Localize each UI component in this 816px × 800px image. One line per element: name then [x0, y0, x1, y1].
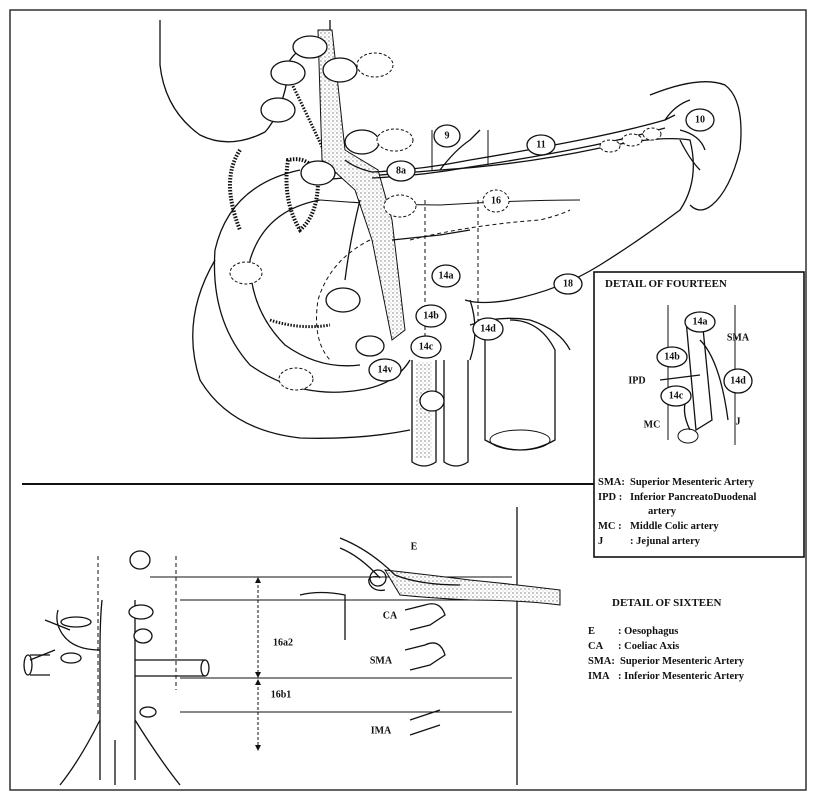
level-16a2-label: 16a2 [273, 638, 293, 649]
station-10-label: 10 [695, 115, 705, 126]
detail14-mc: MC [644, 420, 661, 431]
legend16-abbr-ca: CA [588, 641, 604, 652]
station-8a-label: 8a [396, 166, 406, 177]
station-18-label: 18 [563, 279, 573, 290]
detail16-sma: SMA [370, 656, 393, 667]
legend14-abbr-j: J [598, 536, 603, 547]
station-11-label: 11 [536, 140, 545, 151]
detail-sixteen-legend: DETAIL OF SIXTEEN E : Oesophagus CA : Co… [588, 597, 745, 682]
detail16-ca: CA [383, 611, 398, 622]
detail-sixteen-diagram: 16a2 16b1 E CA SMA IMA [23, 507, 561, 786]
legend16-text-sma: Superior Mesenteric Artery [620, 656, 745, 667]
station-14v-label: 14v [378, 365, 393, 376]
level-16b1-label: 16b1 [271, 690, 292, 701]
legend16-text-ima: : Inferior Mesenteric Artery [618, 671, 745, 682]
detail16-e: E [411, 542, 418, 553]
legend14-abbr-sma: SMA: [598, 477, 625, 488]
detail14-ipd: IPD [628, 376, 645, 387]
station-9-label: 9 [445, 131, 450, 142]
figure-frame [9, 9, 807, 791]
top-anatomy: 9 11 10 8a 16 14a 14b 14d 14c 14v 18 [159, 20, 742, 467]
station-14d-label: 14d [480, 324, 496, 335]
detail14-j: J [736, 417, 741, 428]
detail14-14c: 14c [669, 391, 684, 402]
legend14-text-ipd: Inferior PancreatoDuodenal [630, 492, 757, 503]
legend16-abbr-e: E [588, 626, 595, 637]
detail-fourteen-title: DETAIL OF FOURTEEN [605, 278, 727, 290]
detail16-ima: IMA [371, 726, 392, 737]
station-14a-label: 14a [439, 271, 454, 282]
detail-sixteen-title: DETAIL OF SIXTEEN [612, 597, 721, 609]
detail-fourteen-legend: SMA: Superior Mesenteric Artery IPD : In… [598, 477, 757, 547]
legend14-abbr-mc: MC : [598, 521, 622, 532]
legend16-abbr-ima: IMA [588, 671, 610, 682]
legend14-text-ipd2: artery [648, 506, 677, 517]
detail14-14d: 14d [730, 376, 746, 387]
station-16-label: 16 [491, 196, 501, 207]
detail14-14a: 14a [693, 317, 708, 328]
detail14-sma: SMA [727, 333, 750, 344]
legend14-text-j: : Jejunal artery [630, 536, 701, 547]
station-14c-label: 14c [419, 342, 434, 353]
legend14-text-mc: Middle Colic artery [630, 521, 719, 532]
legend16-abbr-sma: SMA: [588, 656, 615, 667]
detail14-14b: 14b [664, 352, 680, 363]
legend14-abbr-ipd: IPD : [598, 492, 622, 503]
legend14-text-sma: Superior Mesenteric Artery [630, 477, 755, 488]
legend16-text-e: : Oesophagus [618, 626, 678, 637]
legend16-text-ca: : Coeliac Axis [618, 641, 679, 652]
station-14b-label: 14b [423, 311, 439, 322]
detail-fourteen-panel: DETAIL OF FOURTEEN 14a SMA 14b IPD 14c 1… [593, 271, 805, 558]
